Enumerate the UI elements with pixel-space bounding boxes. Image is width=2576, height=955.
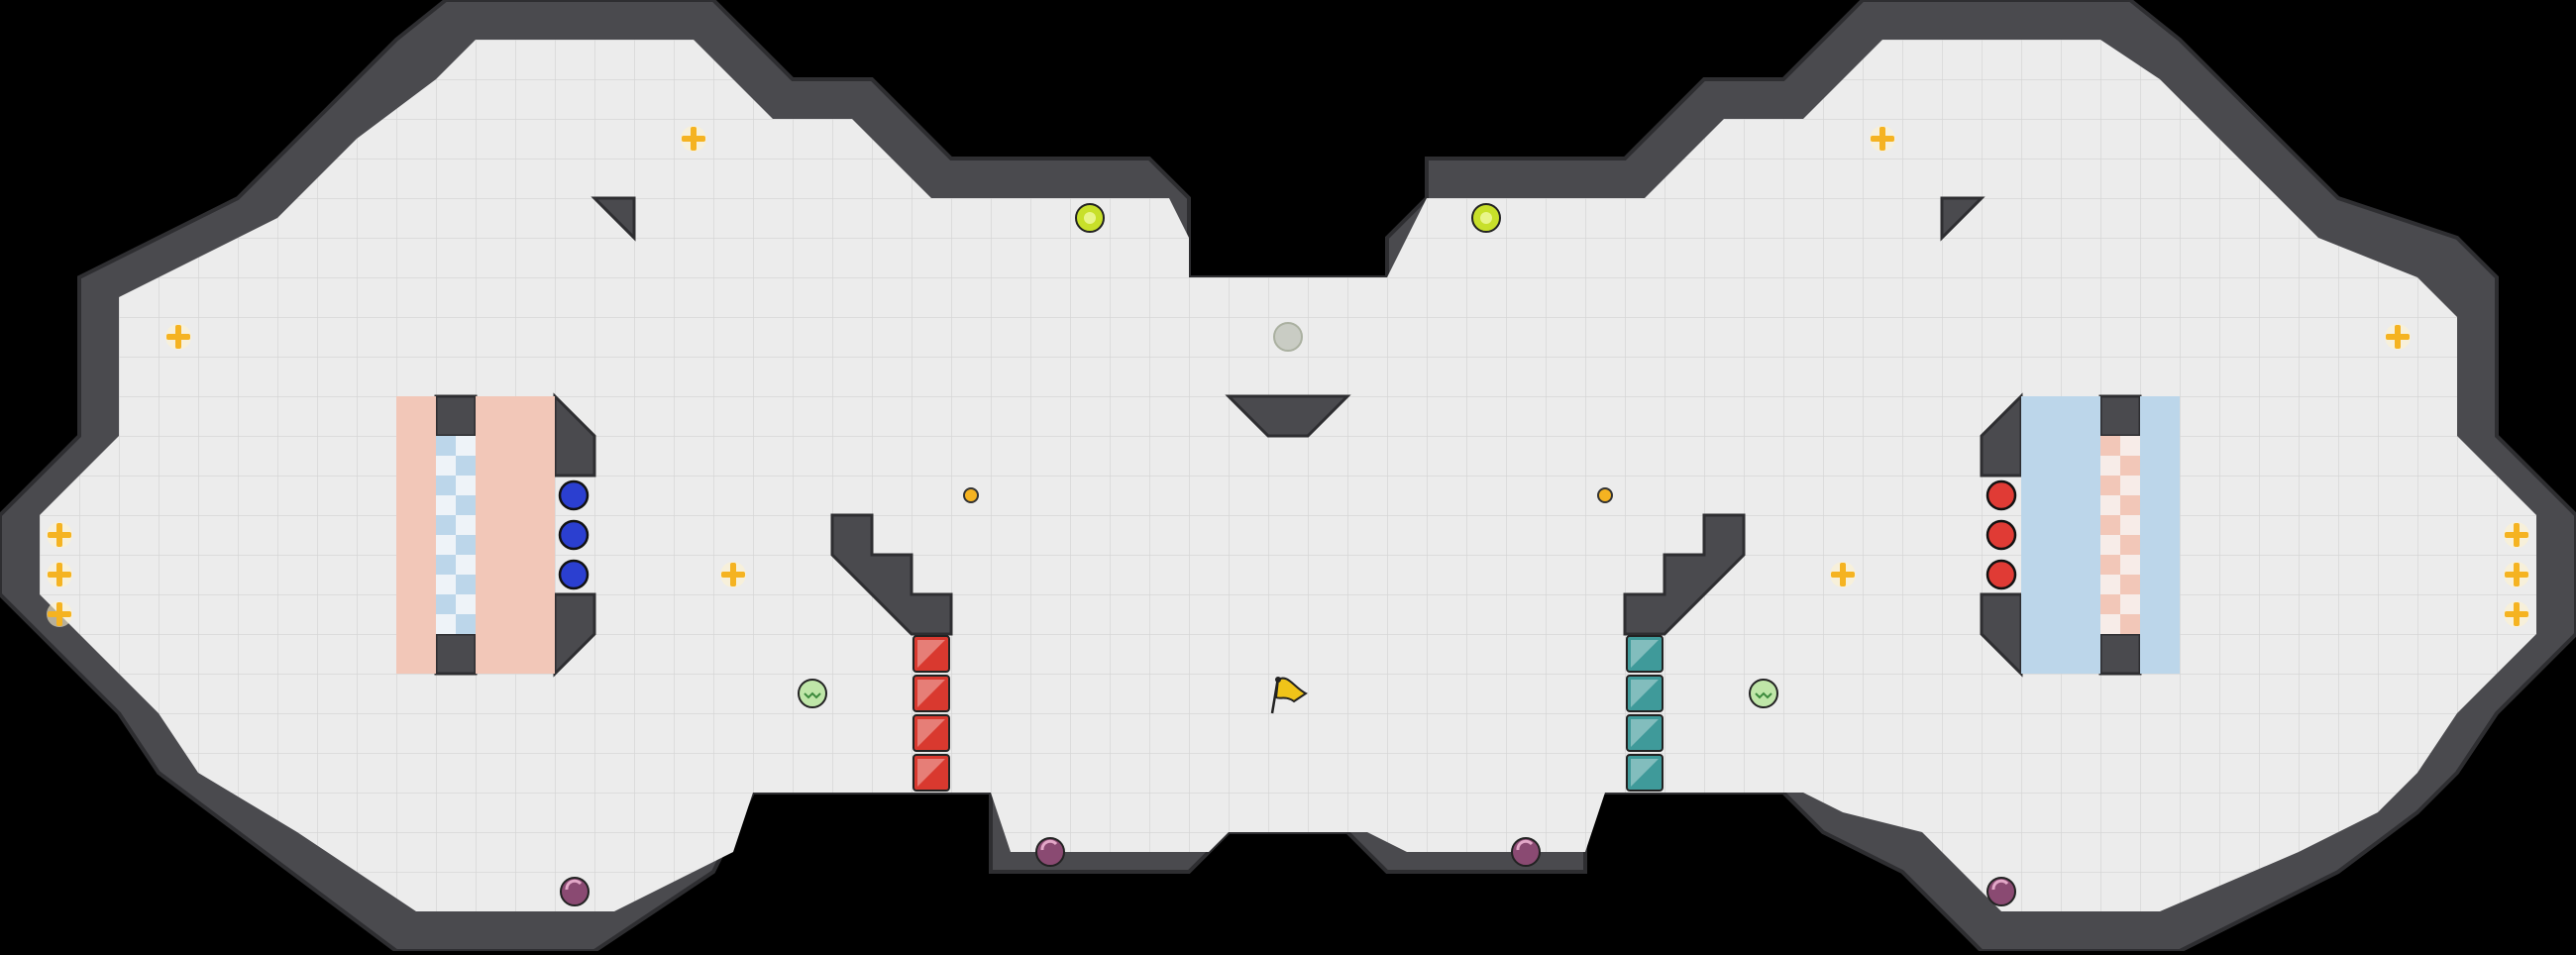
boost-pad-3 [165,324,191,350]
boost-pad-7 [47,601,72,627]
blue-base-lane-2 [2140,396,2180,674]
red-gate-tile-3 [912,714,950,752]
wall-triangle-right [1940,196,1986,242]
spike-ball-1 [798,679,827,708]
boost-pad-8 [2504,522,2529,548]
wall-triangle-left [590,196,636,242]
boost-pad-1 [681,126,706,152]
wall-left-post-top [434,394,478,438]
boost-pad-12 [1830,562,1856,587]
wall-right-post-top [2098,394,2142,438]
red-player-ball-2 [1986,519,2017,551]
blue-base-checker [2100,436,2140,634]
red-base-checker [436,436,476,634]
blue-player-ball-3 [558,559,590,590]
wall-right-ramp [1623,513,1746,636]
wall-left-post-bottom [434,632,478,676]
red-base-lane-1 [396,396,436,674]
bomb-3 [1511,837,1541,867]
bomb-2 [1035,837,1065,867]
arena-floor [40,40,2536,911]
boost-pad-10 [2504,601,2529,627]
wall-center-funnel [1225,394,1351,438]
teal-gate-tile-1 [1626,635,1664,673]
teal-gate-tile-2 [1626,675,1664,712]
boost-pad-11 [720,562,746,587]
bomb-4 [1986,877,2016,906]
boost-pad-4 [2385,324,2411,350]
red-player-ball-3 [1986,559,2017,590]
blue-player-ball-1 [558,479,590,511]
red-player-ball-1 [1986,479,2017,511]
red-gate-tile-1 [912,635,950,673]
boost-pad-2 [1870,126,1895,152]
spike-ball-2 [1749,679,1778,708]
boost-pad-9 [2504,562,2529,587]
blue-base-lane-1 [2021,396,2100,674]
teal-gate-tile-4 [1626,754,1664,792]
boost-pad-6 [47,562,72,587]
teal-gate-tile-3 [1626,714,1664,752]
wall-left-ramp [830,513,953,636]
button-right [1597,487,1613,503]
boost-pad-5 [47,522,72,548]
red-base-lane-2 [476,396,555,674]
button-left [963,487,979,503]
blue-player-ball-2 [558,519,590,551]
bomb-1 [560,877,590,906]
powerup-orb-inactive [1273,322,1303,352]
wall-right-post-bottom [2098,632,2142,676]
red-gate-tile-2 [912,675,950,712]
yellow-flag [1270,677,1308,714]
red-gate-tile-4 [912,754,950,792]
